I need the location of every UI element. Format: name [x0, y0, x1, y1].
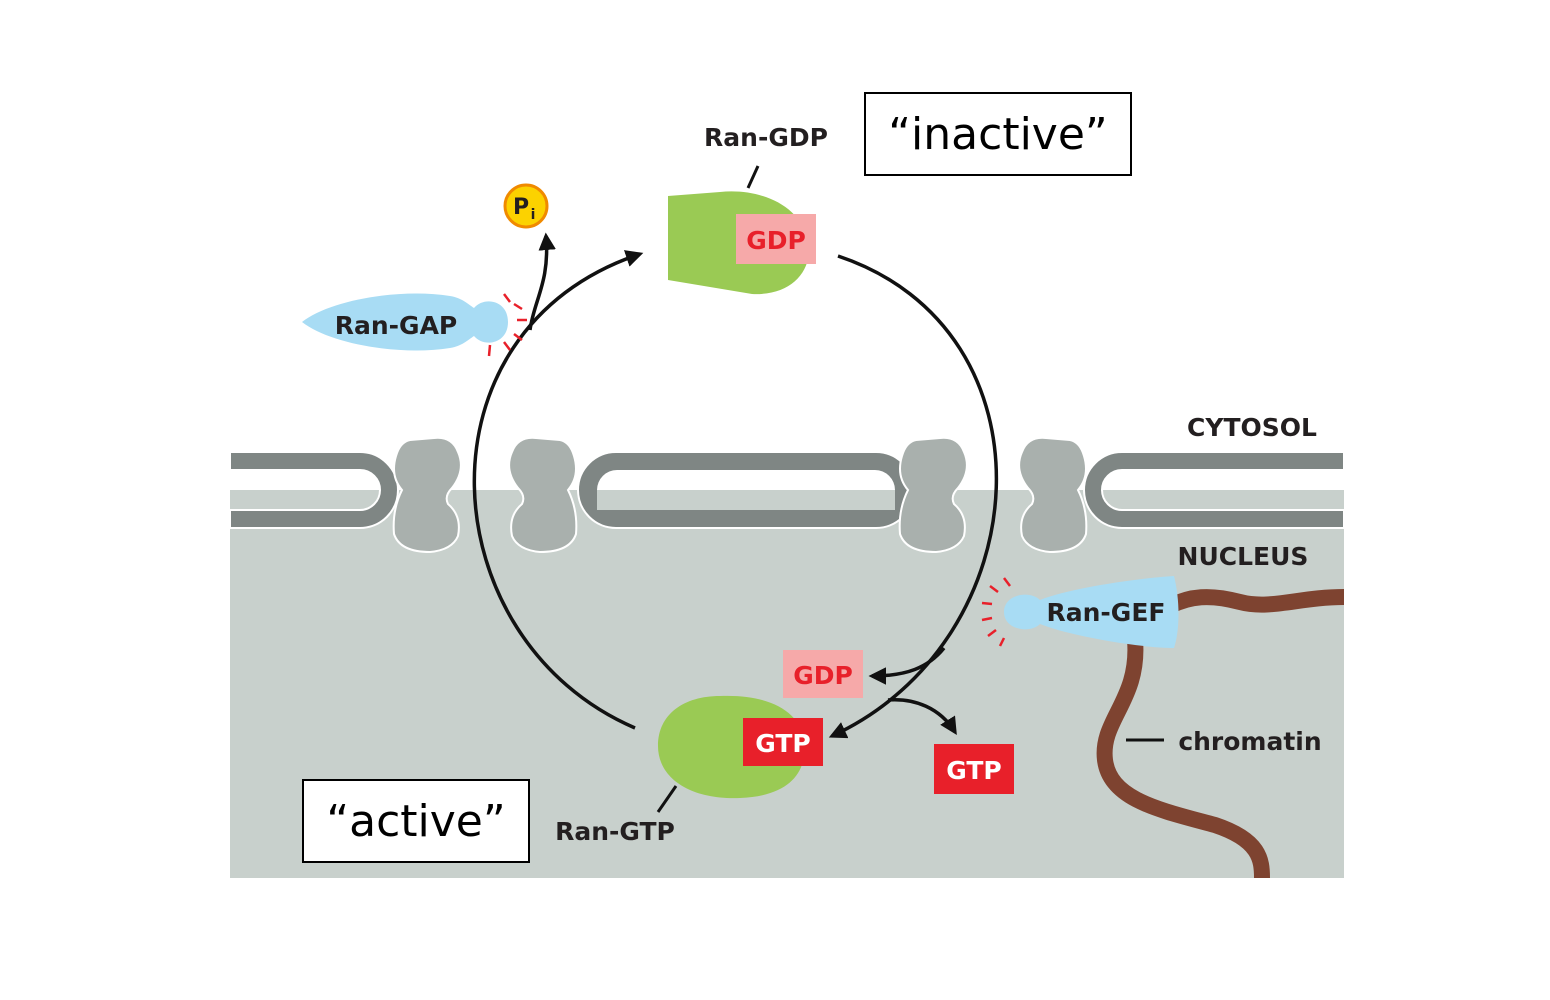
cytosol-label: CYTOSOL [1187, 413, 1317, 442]
ran-gdp-protein: GDP Ran-GDP [668, 123, 828, 295]
nuclear-pores [392, 436, 1088, 554]
gdp-release-arrow [868, 646, 946, 685]
nuclear-pore [898, 436, 968, 554]
chromatin-label: chromatin [1178, 727, 1321, 756]
svg-text:P: P [513, 195, 529, 220]
cycle-arrows [472, 232, 998, 739]
active-text: “active” [326, 796, 505, 847]
nucleus-label: NUCLEUS [1178, 542, 1309, 571]
chromatin-strand [1096, 589, 1345, 879]
ran-gap-activity-marks [487, 293, 527, 357]
nuclear-pore [508, 436, 578, 554]
gdp-bound-text: GDP [746, 226, 806, 255]
inactive-text: “inactive” [888, 109, 1107, 160]
gdp-released-text: GDP [793, 661, 853, 690]
svg-text:i: i [531, 207, 536, 223]
ran-gap: Ran-GAP [302, 293, 527, 357]
ran-gtp-protein: GTP Ran-GTP [555, 695, 823, 846]
active-annotation: “active” [302, 779, 530, 863]
gtp-bound-box [743, 718, 823, 766]
ran-gap-body [302, 293, 508, 351]
nuclear-pore [1018, 436, 1088, 554]
gtp-bound-text: GTP [755, 729, 810, 758]
ran-gtp-leader [656, 785, 678, 813]
exchange-arc [828, 254, 998, 739]
phosphate-pi: P i [503, 183, 549, 229]
inactive-annotation: “inactive” [864, 92, 1132, 176]
ran-gdp-label: Ran-GDP [704, 123, 828, 152]
pi-release-arrow [528, 232, 556, 331]
ran-gef: Ran-GEF [981, 576, 1179, 648]
ran-gtp-label: Ran-GTP [555, 817, 675, 846]
ran-gef-body [1004, 576, 1179, 648]
ran-gef-label: Ran-GEF [1047, 598, 1166, 627]
gtp-free: GTP [934, 744, 1014, 794]
ran-gap-label: Ran-GAP [335, 311, 458, 340]
envelope-segment-right [1083, 451, 1345, 529]
ran-gdp-leader [746, 165, 760, 189]
gdp-bound-box [736, 214, 816, 264]
nuclear-pore [392, 436, 462, 554]
ran-gef-activity-marks [981, 577, 1011, 647]
gdp-released: GDP [783, 650, 863, 698]
nuclear-envelope [229, 451, 1345, 529]
hydrolysis-arc [472, 250, 644, 730]
envelope-segment-left [229, 451, 399, 529]
gtp-entry-arrow [887, 698, 957, 735]
gtp-free-text: GTP [946, 756, 1001, 785]
